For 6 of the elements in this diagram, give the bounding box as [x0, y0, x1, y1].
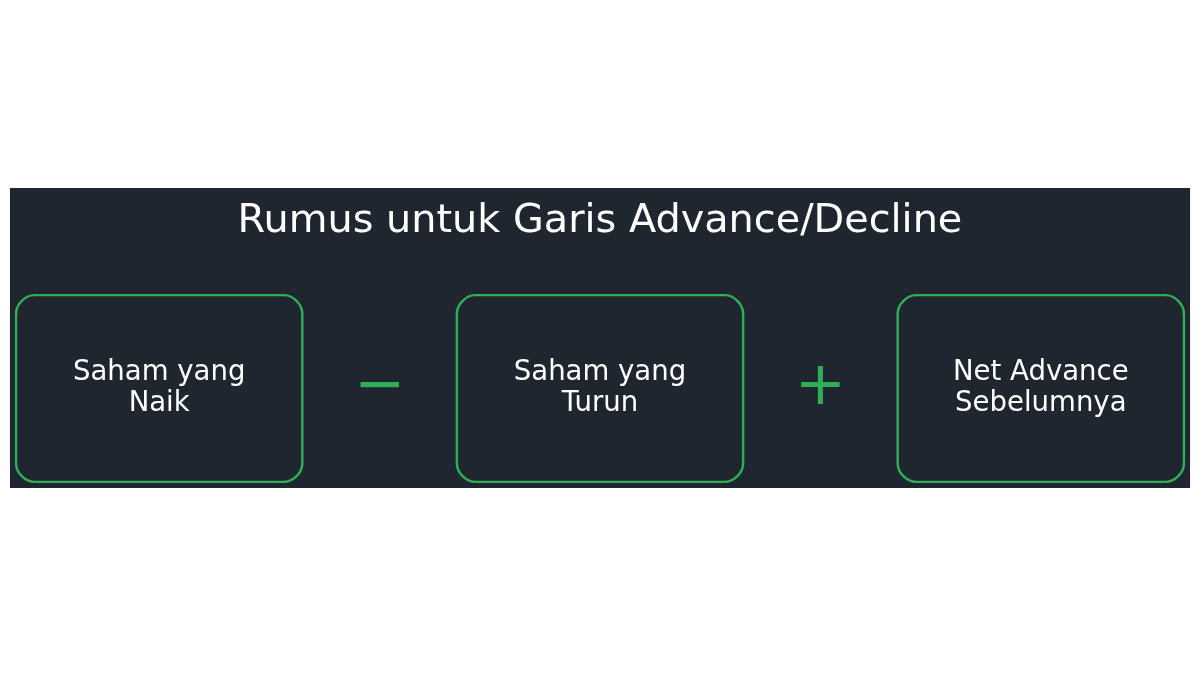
node-box: Saham yang Turun: [455, 293, 745, 483]
node-box: Saham yang Naik: [14, 293, 304, 483]
label: +: [794, 346, 847, 418]
label: −: [353, 346, 406, 418]
node-box: Net Advance Sebelumnya: [896, 293, 1186, 483]
diagram-title: Rumus untuk Garis Advance/Decline: [237, 194, 963, 241]
